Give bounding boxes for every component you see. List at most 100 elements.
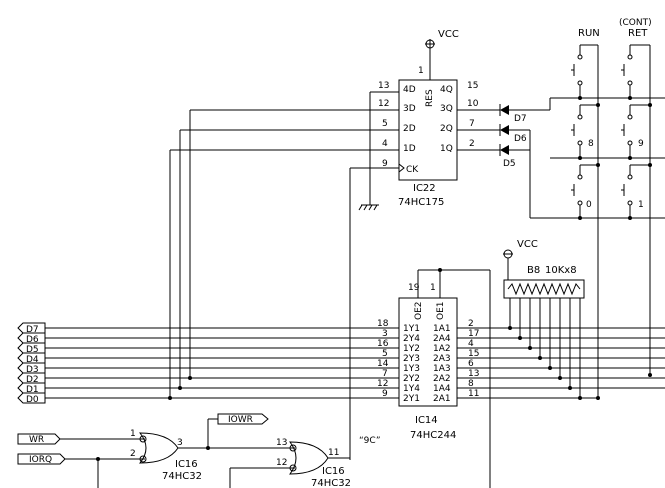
resistor-value: 10Kx8 — [545, 265, 577, 276]
gate2-pin-out: 11 — [328, 448, 339, 458]
ic14-right-pin-label-3: 2A3 — [433, 354, 451, 364]
ic14-left-pin-label-0: 1Y1 — [403, 324, 420, 334]
ic14-left-pin-num-2: 16 — [377, 339, 389, 349]
data-bus: D7 D6 D5 D4 D3 D2 D1 D0 — [17, 322, 665, 405]
gate1-pin-out: 3 — [177, 438, 183, 448]
signal-iowr-label: IOWR — [228, 415, 253, 425]
ic14-left-pin-label-3: 2Y3 — [403, 354, 420, 364]
ic14-chip: 19 1 OE2 OE1 18 1Y1 3 2Y4 16 1Y2 5 2Y3 1… — [377, 268, 491, 488]
ic14-right-pin-label-0: 1A1 — [433, 324, 451, 334]
ic22-label-1d: 1D — [403, 144, 416, 154]
gate2-pin-in2: 12 — [276, 458, 287, 468]
key-label-0: 0 — [586, 200, 592, 210]
ic22-label-ck: CK — [406, 165, 419, 175]
ic22-name: IC22 — [413, 183, 436, 194]
ic22-pin-5: 5 — [382, 119, 388, 129]
ic22-label-2q: 2Q — [440, 124, 453, 134]
diode-d6-label: D6 — [514, 134, 527, 144]
ic14-right-pin-num-2: 4 — [468, 339, 474, 349]
switch-key-0: 0 — [571, 163, 600, 220]
diode-d5-label: D5 — [503, 159, 516, 169]
address-note: “9C” — [359, 436, 381, 446]
bus-label-d1: D1 — [26, 385, 39, 395]
ic14-left-pin-label-2: 1Y2 — [403, 344, 420, 354]
ic14-left-pin-num-3: 5 — [382, 349, 388, 359]
gate1-name: IC16 — [175, 459, 198, 470]
ic22-pin-10: 10 — [467, 99, 479, 109]
switch-run — [571, 44, 598, 100]
ic22-input-wires — [169, 91, 399, 460]
ic14-left-pin-label-5: 2Y2 — [403, 374, 420, 384]
gate2-pin-in1: 13 — [276, 438, 287, 448]
ic22-label-4q: 4Q — [440, 85, 453, 95]
run-label: RUN — [578, 28, 600, 39]
ic14-name: IC14 — [415, 415, 438, 426]
cont-label: (CONT) — [619, 18, 652, 28]
ic14-right-pin-num-4: 6 — [468, 359, 474, 369]
ic22-pin-4: 4 — [382, 139, 388, 149]
bus-label-d3: D3 — [26, 365, 39, 375]
or-gate-ic16-b: 13 12 11 IC16 74HC32 — [229, 438, 351, 488]
gate1-pin-in2: 2 — [130, 449, 136, 459]
key-label-9: 9 — [638, 139, 644, 149]
ic22-label-1q: 1Q — [440, 144, 453, 154]
ic22-pin-7: 7 — [469, 119, 475, 129]
ground-symbol — [358, 204, 379, 211]
ic14-left-pin-num-0: 18 — [377, 319, 389, 329]
bus-label-d4: D4 — [26, 355, 39, 365]
ic22-chip: VCC 1 RES 13 4D 12 3D 5 2D 4 1D 9 CK 4Q … — [378, 29, 479, 208]
ic14-right-pin-label-4: 1A3 — [433, 364, 451, 374]
ic14-pin-19: 19 — [408, 283, 420, 293]
gate1-part: 74HC32 — [162, 471, 202, 482]
ic14-left-pin-num-7: 9 — [382, 389, 388, 399]
switch-key-9: 9 — [621, 103, 652, 160]
switch-matrix: RUN (CONT) RET — [529, 18, 665, 400]
ic22-label-3q: 3Q — [440, 104, 453, 114]
resistor-network-b8: VCC B8 10Kx8 — [503, 239, 585, 400]
switch-ret — [621, 44, 650, 100]
switch-key-1: 1 — [621, 163, 652, 220]
io-signal-tags: WR_ IORQ_ IOWR — [17, 413, 269, 465]
ic22-pin-13: 13 — [378, 81, 389, 91]
ic22-res-pin-label: RES — [425, 89, 435, 107]
ic14-left-pin-label-6: 1Y4 — [403, 384, 420, 394]
gate2-name: IC16 — [322, 466, 345, 477]
ic14-right-pin-num-3: 15 — [468, 349, 479, 359]
ic14-left-pin-label-7: 2Y1 — [403, 394, 420, 404]
diode-d7-label: D7 — [514, 114, 527, 124]
ic14-right-pin-label-1: 2A4 — [433, 334, 451, 344]
ic14-right-pin-num-5: 13 — [468, 369, 479, 379]
ic14-pin-1: 1 — [430, 283, 436, 293]
bus-label-d0: D0 — [26, 395, 39, 405]
ic22-pin-1-number: 1 — [418, 66, 424, 76]
ic14-label-oe1: OE1 — [436, 302, 446, 321]
bus-tags: D7 D6 D5 D4 D3 D2 D1 D0 — [17, 322, 46, 405]
diode-d5: D5 — [457, 144, 530, 169]
bus-label-d5: D5 — [26, 345, 39, 355]
ic14-left-pin-num-4: 14 — [377, 359, 389, 369]
ic14-left-pin-label-1: 2Y4 — [403, 334, 420, 344]
ic22-part: 74HC175 — [398, 197, 444, 208]
key-label-1: 1 — [638, 200, 644, 210]
vcc-symbol-top: VCC — [425, 29, 459, 80]
ic14-part: 74HC244 — [410, 430, 456, 441]
ic22-pin-15: 15 — [467, 81, 478, 91]
ic14-right-pin-label-7: 2A1 — [433, 394, 451, 404]
ic14-left-pin-num-1: 3 — [382, 329, 388, 339]
switch-key-8: 8 — [571, 103, 600, 160]
ic14-right-pin-label-6: 1A4 — [433, 384, 451, 394]
signal-wr-label: WR_ — [29, 435, 49, 445]
ic22-label-3d: 3D — [403, 104, 416, 114]
ret-label: RET — [628, 28, 648, 39]
ic22-pin-2: 2 — [469, 139, 475, 149]
ic22-pin-9: 9 — [382, 159, 388, 169]
ic14-right-pin-num-1: 17 — [468, 329, 479, 339]
ic14-left-pin-num-5: 7 — [382, 369, 388, 379]
ic14-right-pin-label-2: 1A2 — [433, 344, 451, 354]
ic14-right-pin-label-5: 2A2 — [433, 374, 451, 384]
diode-d6: D6 — [457, 124, 530, 144]
ic14-left-pin-label-4: 1Y3 — [403, 364, 420, 374]
ic14-left-pin-num-6: 12 — [377, 379, 388, 389]
ic14-right-pin-num-6: 8 — [468, 379, 474, 389]
